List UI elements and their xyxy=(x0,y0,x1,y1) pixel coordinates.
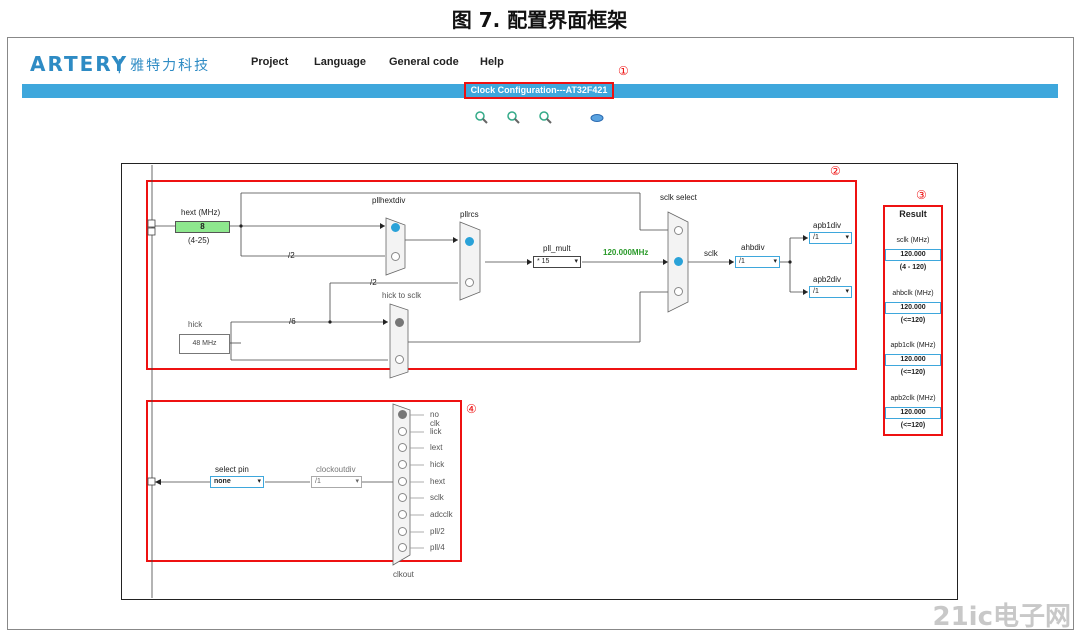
clkout-source-label: pll/4 xyxy=(430,543,445,552)
sclk-select-label: sclk select xyxy=(660,193,697,202)
sclk-result-value: 120.000 xyxy=(885,249,941,261)
apb1clk-result-label: apb1clk (MHz) xyxy=(890,342,936,349)
clkout-radio-pll2[interactable] xyxy=(398,527,407,536)
apb2div-label: apb2div xyxy=(813,275,842,284)
hick-label: hick xyxy=(188,320,203,329)
clkout-source-label: lext xyxy=(430,443,443,452)
apb1div-select[interactable]: /1 xyxy=(809,232,852,244)
clkout-source-label: lick xyxy=(430,427,442,436)
ahbclk-result-value: 120.000 xyxy=(885,302,941,314)
pll-mult-select[interactable]: * 15 xyxy=(533,256,581,268)
menu-language[interactable]: Language xyxy=(314,56,366,68)
zoom-reset-icon[interactable] xyxy=(538,110,552,124)
div2-label-b: /2 xyxy=(370,278,377,287)
app-window xyxy=(7,37,1074,630)
hext-label: hext (MHz) xyxy=(181,208,221,217)
window-title: Clock Configuration---AT32F421 xyxy=(464,82,614,99)
pllhextdiv-option-2[interactable] xyxy=(391,252,400,261)
hext-range: (4-25) xyxy=(188,236,210,245)
annotation-2: ② xyxy=(830,164,841,178)
sclk-select-option-1[interactable] xyxy=(674,226,683,235)
apb1clk-result-value: 120.000 xyxy=(885,354,941,366)
clkout-source-label: adcclk xyxy=(430,510,453,519)
pllrcs-option-2[interactable] xyxy=(465,278,474,287)
menu-general-code[interactable]: General code xyxy=(389,56,459,68)
sclk-label: sclk xyxy=(704,249,718,258)
clockoutdiv-select[interactable]: /1 xyxy=(311,476,362,488)
pll-frequency: 120.000MHz xyxy=(603,248,649,257)
menu-help[interactable]: Help xyxy=(480,56,504,68)
clkout-radio-lext[interactable] xyxy=(398,443,407,452)
pllrcs-label: pllrcs xyxy=(460,210,479,219)
apb1clk-result-range: (<=120) xyxy=(900,369,926,376)
clkout-source-label: hext xyxy=(430,477,446,486)
select-pin-select[interactable]: none xyxy=(210,476,264,488)
clkout-mux-label: clkout xyxy=(393,570,414,579)
annotation-4: ④ xyxy=(466,402,477,416)
hick-value-box: 48 MHz xyxy=(179,334,230,354)
ahbdiv-select[interactable]: /1 xyxy=(735,256,780,268)
watermark: 21ic电子网 xyxy=(932,602,1071,632)
annotation-3: ③ xyxy=(916,188,927,202)
clkout-box xyxy=(146,400,462,562)
clkout-source-label: pll/2 xyxy=(430,527,445,536)
hick-to-sclk-label: hick to sclk xyxy=(382,291,422,300)
diagram-canvas xyxy=(121,163,958,600)
annotation-1: ① xyxy=(618,64,629,78)
menu-project[interactable]: Project xyxy=(251,56,289,68)
clkout-source-label: sclk xyxy=(430,493,444,502)
hext-input[interactable]: 8 xyxy=(175,221,230,233)
pll-mult-label: pll_mult xyxy=(543,244,571,253)
apb2clk-result-range: (<=120) xyxy=(900,422,926,429)
clkout-radio-sclk[interactable] xyxy=(398,493,407,502)
zoom-out-icon[interactable] xyxy=(506,110,520,124)
result-title: Result xyxy=(899,209,927,219)
clkout-radio-adcclk[interactable] xyxy=(398,510,407,519)
clkout-radio-hick[interactable] xyxy=(398,460,407,469)
ahbdiv-label: ahbdiv xyxy=(741,243,765,252)
ahbclk-result-range: (<=120) xyxy=(900,317,926,324)
pllhextdiv-option-1[interactable] xyxy=(391,223,400,232)
pllrcs-option-1[interactable] xyxy=(465,237,474,246)
refresh-icon[interactable] xyxy=(590,110,604,124)
clkout-radio-pll4[interactable] xyxy=(398,543,407,552)
apb2div-select[interactable]: /1 xyxy=(809,286,852,298)
apb2clk-result-label: apb2clk (MHz) xyxy=(890,395,936,402)
clock-tree-box xyxy=(146,180,857,370)
div6-label: /6 xyxy=(289,317,296,326)
sclk-result-range: (4 - 120) xyxy=(899,264,927,271)
sclk-select-option-2[interactable] xyxy=(674,257,683,266)
zoom-in-icon[interactable] xyxy=(474,110,488,124)
apb2clk-result-value: 120.000 xyxy=(885,407,941,419)
sclk-result-label: sclk (MHz) xyxy=(896,237,930,244)
logo-subtitle: | 雅特力科技 xyxy=(117,58,211,74)
clockoutdiv-label: clockoutdiv xyxy=(316,465,356,474)
hick-to-sclk-option-2[interactable] xyxy=(395,355,404,364)
clkout-radio-no-clk[interactable] xyxy=(398,410,407,419)
apb1div-label: apb1div xyxy=(813,221,842,230)
ahbclk-result-label: ahbclk (MHz) xyxy=(892,290,934,297)
clkout-radio-lick[interactable] xyxy=(398,427,407,436)
select-pin-label: select pin xyxy=(215,465,249,474)
clkout-source-label: no clk xyxy=(430,410,440,428)
pllhextdiv-label: pllhextdiv xyxy=(372,196,406,205)
hick-to-sclk-option-1[interactable] xyxy=(395,318,404,327)
div2-label-a: /2 xyxy=(288,251,295,260)
clkout-radio-hext[interactable] xyxy=(398,477,407,486)
result-box xyxy=(883,205,943,436)
clkout-source-label: hick xyxy=(430,460,445,469)
artery-logo: ARTERY xyxy=(30,52,129,76)
figure-title: 图 7. 配置界面框架 xyxy=(451,8,628,32)
sclk-select-option-3[interactable] xyxy=(674,287,683,296)
clkout-source-ticks xyxy=(410,414,424,549)
